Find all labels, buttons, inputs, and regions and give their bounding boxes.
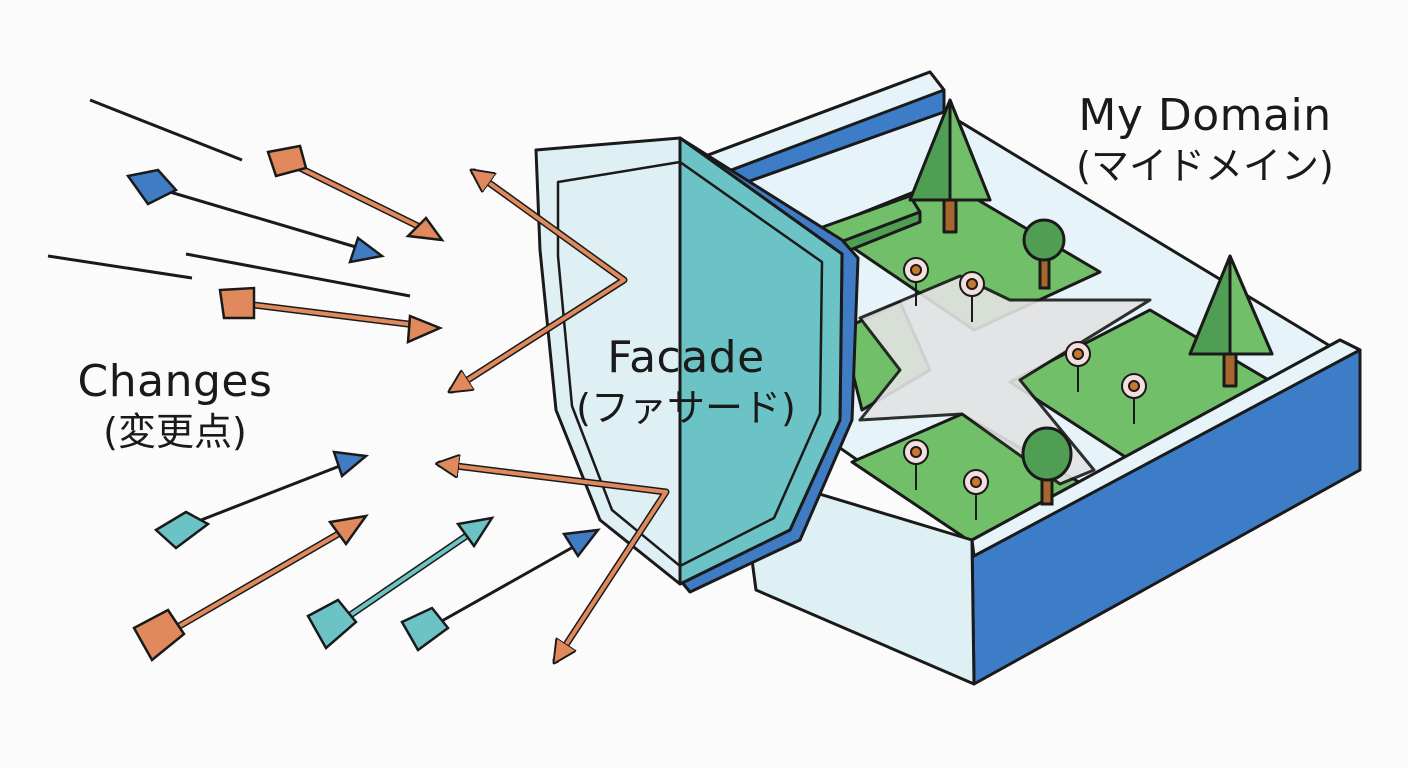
flower-icon — [1121, 373, 1147, 424]
motion-streak — [89, 98, 243, 162]
changes-subtitle: (変更点) — [103, 410, 247, 454]
motion-streak — [185, 252, 411, 298]
garden-path — [858, 274, 1152, 486]
changes-title: Changes — [77, 356, 273, 407]
domain-title: My Domain — [1078, 90, 1332, 141]
tree-icon — [908, 98, 992, 234]
tree-icon — [1021, 426, 1073, 506]
changes-label: Changes (変更点) — [40, 354, 310, 457]
arrow-icon — [400, 528, 601, 652]
flower-icon — [963, 469, 989, 520]
flower-icon — [959, 271, 985, 322]
arrow-icon — [218, 286, 444, 344]
deflected-arrows — [440, 172, 670, 660]
flower-icon — [1065, 341, 1091, 392]
flower-icon — [903, 257, 929, 306]
facade-title: Facade — [607, 332, 765, 383]
domain-label: My Domain (マイドメイン) — [1040, 88, 1370, 191]
shield-icon — [534, 136, 860, 594]
arrow-icon — [266, 144, 445, 242]
facade-subtitle: (ファサード) — [576, 386, 796, 430]
motion-streak — [47, 254, 193, 280]
tree-icon — [1022, 218, 1066, 290]
arrow-icon — [132, 514, 369, 662]
flower-icon — [903, 439, 929, 490]
tree-icon — [1188, 254, 1274, 388]
facade-label: Facade (ファサード) — [556, 330, 816, 433]
arrow-icon — [125, 168, 386, 264]
arrow-icon — [153, 450, 370, 550]
domain-subtitle: (マイドメイン) — [1076, 144, 1334, 188]
